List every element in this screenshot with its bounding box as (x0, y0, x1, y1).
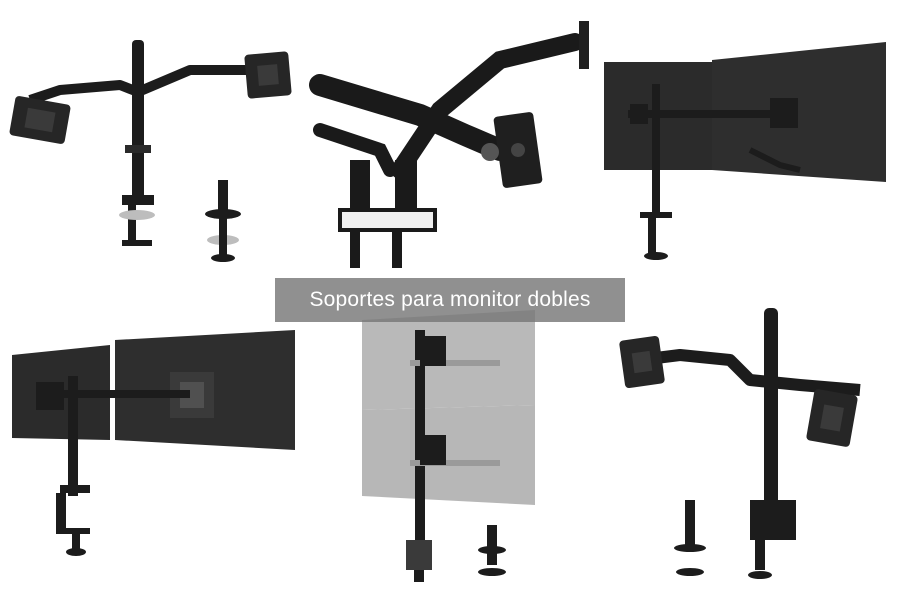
dual-monitor-single-pole-icon (12, 330, 295, 556)
dual-arm-clamp-mount-icon (619, 308, 861, 579)
product-image-dual-monitors (600, 0, 900, 300)
product-image-dual-arm (0, 0, 300, 300)
product-image-gas-spring (300, 0, 600, 300)
product-image-clamp-mount (600, 300, 900, 600)
vertical-stack-mount-icon (362, 310, 535, 582)
product-image-single-pole-dual (0, 300, 300, 600)
dual-arm-desk-mount-icon (9, 40, 292, 262)
gallery-caption: Soportes para monitor dobles (275, 278, 625, 322)
product-image-vertical-stack (300, 300, 600, 600)
gas-spring-dual-arm-icon (309, 21, 589, 268)
dual-monitor-side-mount-icon (604, 42, 886, 260)
